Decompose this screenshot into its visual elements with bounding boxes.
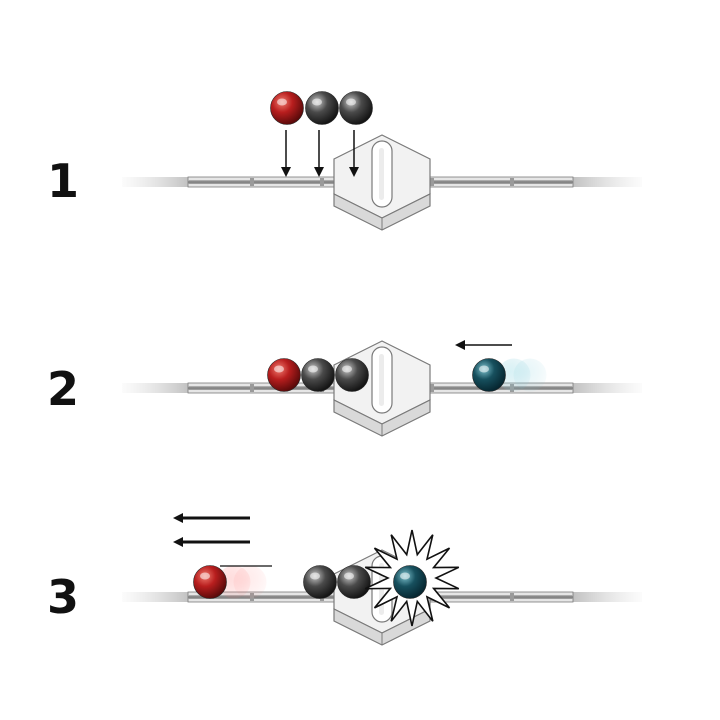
red-bead-body <box>193 565 227 599</box>
block-pin-shine <box>379 354 384 406</box>
rod-joint <box>250 178 254 186</box>
rod-joint <box>320 178 324 186</box>
gray-bead-highlight <box>346 98 356 106</box>
red-bead-highlight <box>274 365 284 373</box>
red-bead-highlight <box>200 572 210 580</box>
rod-joint <box>430 178 434 186</box>
red-bead-motion-trail <box>217 565 251 599</box>
teal-bead-highlight <box>479 365 489 373</box>
red-bead <box>193 565 227 599</box>
step-number-3: 3 <box>46 570 79 624</box>
teal-bead <box>472 358 506 392</box>
gray-bead-body <box>305 91 339 125</box>
gray-bead-highlight <box>308 365 318 373</box>
gray-bead <box>303 565 337 599</box>
rod-fade-left <box>122 592 192 602</box>
rod-joint <box>250 384 254 392</box>
rod-fade-left <box>122 383 192 393</box>
gray-bead <box>305 91 339 125</box>
gray-bead-body <box>301 358 335 392</box>
gray-bead-highlight <box>312 98 322 106</box>
block-pin-shine <box>379 148 384 200</box>
gray-bead-highlight <box>342 365 352 373</box>
rod-fade-left <box>122 177 192 187</box>
step-number-2: 2 <box>46 362 79 416</box>
teal-bead <box>393 565 427 599</box>
gray-bead-body <box>339 91 373 125</box>
teal-bead-body <box>472 358 506 392</box>
red-bead <box>270 91 304 125</box>
rod-joint <box>430 384 434 392</box>
teal-bead-body <box>393 565 427 599</box>
gray-bead-body <box>335 358 369 392</box>
rod-fade-right <box>570 592 642 602</box>
red-bead-highlight <box>277 98 287 106</box>
gray-bead <box>335 358 369 392</box>
rod-fade-right <box>570 177 642 187</box>
rod-joint <box>510 178 514 186</box>
gray-bead <box>301 358 335 392</box>
rod-joint <box>510 593 514 601</box>
red-bead-body <box>270 91 304 125</box>
gray-bead <box>337 565 371 599</box>
gray-bead <box>339 91 373 125</box>
gray-bead-highlight <box>310 572 320 580</box>
red-bead <box>267 358 301 392</box>
red-bead-body <box>267 358 301 392</box>
gray-bead-body <box>337 565 371 599</box>
rod-fade-right <box>570 383 642 393</box>
gray-bead-body <box>303 565 337 599</box>
teal-bead-highlight <box>400 572 410 580</box>
gray-bead-highlight <box>344 572 354 580</box>
step-number-1: 1 <box>46 154 79 208</box>
stop-block-1 <box>333 134 431 231</box>
teal-bead-motion-trail <box>497 358 531 392</box>
